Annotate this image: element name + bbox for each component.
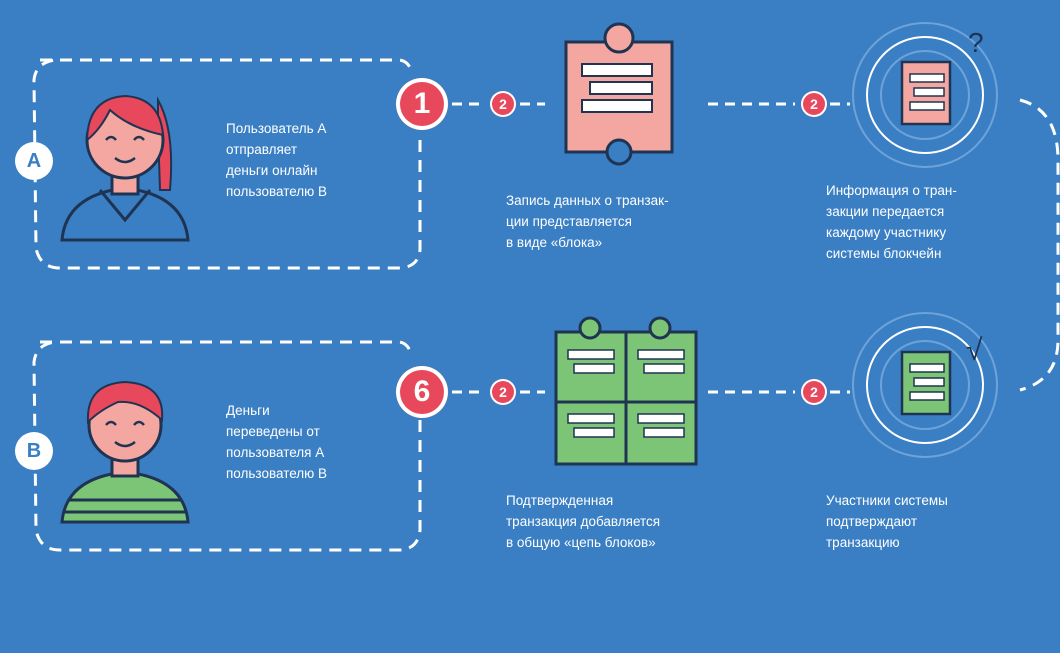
block-caption: Запись данных о транзак- ции представляе… <box>506 193 669 250</box>
broadcast-caption: Информация о тран- закции передается каж… <box>826 183 957 261</box>
user-b-tag: B <box>15 432 53 470</box>
validation-caption: Участники системы подтверждают транзакци… <box>826 493 948 550</box>
user-b-avatar <box>60 380 190 524</box>
user-b-box-lower <box>32 340 422 552</box>
user-a-tag: A <box>15 142 53 180</box>
check-mark: √ <box>966 334 983 367</box>
user-a-box <box>40 58 414 73</box>
user-a-avatar <box>60 94 190 242</box>
step-2-badge-top-right: 2 <box>801 91 827 117</box>
block-chain-icon <box>554 316 698 466</box>
broadcast-node-icon <box>852 22 998 168</box>
step-2-badge-top-left: 2 <box>490 91 516 117</box>
step-1-badge: 1 <box>396 78 448 130</box>
user-b-caption: Деньги переведены от пользователя А поль… <box>226 403 328 481</box>
user-a-box-lower <box>32 58 422 270</box>
step-2-badge-bottom-right: 2 <box>801 379 827 405</box>
user-b-box <box>40 340 414 357</box>
validation-node-icon <box>852 312 998 458</box>
step-6-badge: 6 <box>396 366 448 418</box>
connector-right-loop <box>1019 98 1060 392</box>
question-mark: ? <box>968 27 984 58</box>
chain-caption: Подтвержденная транзакция добавляется в … <box>506 493 661 550</box>
transaction-block-icon <box>564 22 674 166</box>
step-2-badge-bottom-left: 2 <box>490 379 516 405</box>
user-a-caption: Пользователь А отправляет деньги онлайн … <box>226 121 328 199</box>
